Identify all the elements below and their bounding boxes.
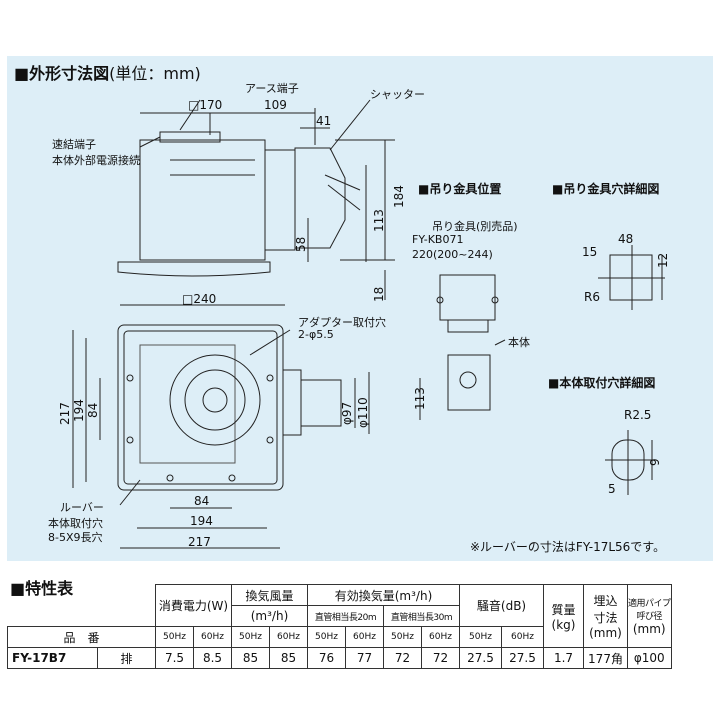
dim-48: 48 [618,232,634,246]
dim-109: 109 [264,98,287,112]
dim-113-hanger: 113 [413,387,427,410]
hanger-item-label: 吊り金具(別売品) [432,220,518,233]
value-cell: 177角 [583,647,628,669]
header-mass: 質量 (kg) [543,584,584,648]
dim-41: 41 [316,114,332,128]
mode-cell: 排 [97,647,156,669]
dim-9: 9 [648,458,662,466]
hz-cell: 60Hz [421,626,460,648]
header-pipe-label: 適用パイプ [628,599,671,609]
body-hole-detail-title: ■本体取付穴詳細図 [548,376,656,390]
plan-duct [300,379,342,427]
value-cell: 85 [231,647,270,669]
dim-r6: R6 [584,290,600,304]
value-cell: 77 [345,647,384,669]
value-cell: 27.5 [501,647,544,669]
adapter-hole-label: アダプター取付穴 [298,316,386,329]
hz-cell: 60Hz [193,626,232,648]
header-mass-label: 質量 [551,602,576,617]
adapter-hole-spec: 2-φ5.5 [298,328,334,341]
external-power-label: 本体外部電源接続 [52,154,140,167]
dim-217-vertical: 217 [58,402,72,425]
header-mass-unit: (kg) [551,617,576,632]
model-label: 品 番 [7,626,156,648]
header-pipe: 適用パイプ 呼び径 (mm) [627,584,672,648]
hz-cell: 50Hz [155,626,194,648]
header-pipe30: 直管相当長30m [383,605,460,627]
dim-15: 15 [582,245,598,259]
hz-cell: 50Hz [231,626,270,648]
dim-58: 58 [294,236,308,252]
quick-terminal-label: 速結端子 [52,138,96,151]
header-pipe20: 直管相当長20m [307,605,384,627]
dim-113-side: 113 [372,209,386,232]
dim-r2-5: R2.5 [624,408,652,422]
header-effective: 有効換気量(m³/h) [307,584,460,606]
louver-label: ルーバー [60,501,104,514]
value-cell: 1.7 [543,647,584,669]
dim-240: □240 [182,292,217,306]
model-cell: FY-17B7 [7,647,98,669]
header-embed-label2: 寸法 [593,611,618,625]
header-embed: 埋込 寸法 (mm) [583,584,628,648]
hanger-body [447,354,491,411]
dim-194-horizontal: 194 [190,514,213,528]
value-cell: 72 [421,647,460,669]
header-airflow: 換気風量 [231,584,308,606]
dim-194-vertical: 194 [72,399,86,422]
plan-louver-grid [139,344,236,464]
earth-terminal-label: アース端子 [245,82,299,95]
value-cell: 7.5 [155,647,194,669]
header-power: 消費電力(W) [155,584,232,627]
spec-table: 消費電力(W) 換気風量 有効換気量(m³/h) 騒音(dB) 質量 (kg) … [7,584,672,669]
body-label: 本体 [508,336,530,349]
side-flange [117,261,271,277]
hanger-position-title: ■吊り金具位置 [418,182,502,196]
table-row: FY-17B7 排 7.5 8.5 85 85 76 77 72 72 27.5… [7,647,672,669]
dim-110: φ110 [356,397,370,428]
side-duct [294,147,346,249]
header-embed-label: 埋込 [593,594,618,608]
header-pipe-unit: (mm) [632,622,666,636]
dim-184: 184 [392,185,406,208]
dim-12: 12 [656,252,670,268]
body-hole-spec: 8-5X9長穴 [48,531,103,544]
value-cell: 85 [269,647,308,669]
dim-170: □170 [188,98,223,112]
hz-cell: 60Hz [269,626,308,648]
spec-title: ■特性表 [10,579,74,598]
value-cell: φ100 [627,647,672,669]
dim-97: φ97 [340,401,354,425]
header-embed-unit: (mm) [589,626,622,640]
shutter-label: シャッター [370,88,425,101]
value-cell: 72 [383,647,422,669]
hz-cell: 50Hz [459,626,502,648]
hanger-range-label: 220(200~244) [412,248,493,261]
hz-cell: 60Hz [501,626,544,648]
hz-cell: 60Hz [345,626,384,648]
value-cell: 76 [307,647,346,669]
body-hole-label: 本体取付穴 [48,517,103,530]
hz-cell: 50Hz [307,626,346,648]
dim-84-vertical: 84 [86,402,100,418]
dim-217-horizontal: 217 [188,535,211,549]
hanger-detail-title: ■吊り金具穴詳細図 [552,182,660,196]
dim-84-horizontal: 84 [194,494,210,508]
value-cell: 27.5 [459,647,502,669]
header-airflow-unit: (m³/h) [231,605,308,627]
header-noise: 騒音(dB) [459,584,544,627]
dim-5: 5 [608,482,616,496]
dim-18: 18 [372,286,386,302]
side-body [139,139,266,261]
value-cell: 8.5 [193,647,232,669]
hanger-model-label: FY-KB071 [412,233,464,246]
hz-cell: 50Hz [383,626,422,648]
plan-fan [169,354,261,446]
section-outline-title: ■外形寸法図(単位：mm) [14,64,201,83]
hanger-box [439,274,496,321]
louver-note: ※ルーバーの寸法はFY-17L56です。 [470,540,666,554]
header-pipe-label2: 呼び径 [636,612,663,622]
